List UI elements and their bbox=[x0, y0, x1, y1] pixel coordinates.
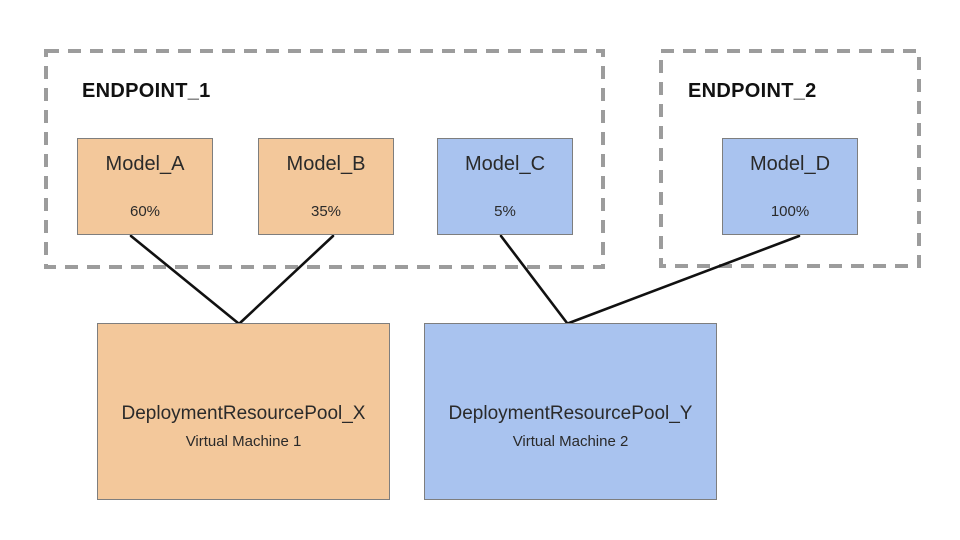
deployment-resource-pool-y-box: DeploymentResourcePool_Y Virtual Machine… bbox=[424, 323, 717, 500]
pool-x-machine: Virtual Machine 1 bbox=[185, 432, 302, 450]
connector-model-c-to-pool-y bbox=[499, 234, 569, 325]
model-a-name: Model_A bbox=[105, 153, 185, 175]
connector-model-a-to-pool-x bbox=[129, 234, 240, 325]
pool-y-machine: Virtual Machine 2 bbox=[512, 432, 629, 450]
pool-y-name: DeploymentResourcePool_Y bbox=[448, 402, 693, 424]
endpoint-2-label: ENDPOINT_2 bbox=[688, 80, 817, 102]
model-b-box: Model_B 35% bbox=[258, 138, 394, 235]
connector-model-d-to-pool-y bbox=[567, 234, 801, 325]
model-b-name: Model_B bbox=[286, 153, 366, 175]
model-a-box: Model_A 60% bbox=[77, 138, 213, 235]
pool-x-name: DeploymentResourcePool_X bbox=[121, 402, 366, 424]
model-a-traffic-split: 60% bbox=[129, 203, 161, 220]
deployment-resource-pool-x-box: DeploymentResourcePool_X Virtual Machine… bbox=[97, 323, 390, 500]
model-d-name: Model_D bbox=[749, 153, 831, 175]
model-b-traffic-split: 35% bbox=[310, 203, 342, 220]
connector-model-b-to-pool-x bbox=[238, 234, 335, 325]
model-c-box: Model_C 5% bbox=[437, 138, 573, 235]
model-c-traffic-split: 5% bbox=[494, 203, 516, 220]
endpoint-1-label: ENDPOINT_1 bbox=[82, 80, 211, 102]
model-d-traffic-split: 100% bbox=[770, 203, 810, 220]
model-d-box: Model_D 100% bbox=[722, 138, 858, 235]
model-c-name: Model_C bbox=[464, 153, 546, 175]
